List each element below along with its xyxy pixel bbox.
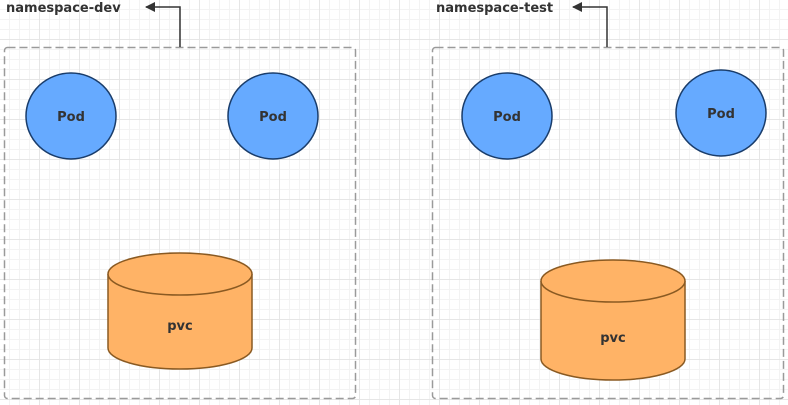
namespace-test-boundary [431,46,785,400]
namespace-test-label: namespace-test [436,1,553,16]
pod-node: Pod [461,72,553,160]
namespace-dev-connector-arrow [145,2,181,47]
pod-label: Pod [57,110,85,125]
namespace-dev-boundary [3,46,357,400]
pod-node: Pod [675,69,767,157]
namespace-test-group: namespace-test Pod Pod pvc [431,1,785,400]
pvc-label: pvc [167,319,193,334]
pod-label: Pod [707,107,735,122]
pvc-cylinder: pvc [107,252,253,370]
namespace-dev-label: namespace-dev [6,1,121,16]
namespace-dev-group: namespace-dev Pod Pod pvc [3,1,357,400]
pvc-label: pvc [600,331,626,346]
pod-node: Pod [25,72,117,160]
pod-label: Pod [493,110,521,125]
pod-node: Pod [227,72,319,160]
pvc-cylinder: pvc [540,259,686,381]
pod-label: Pod [259,110,287,125]
namespace-test-connector-arrow [572,2,608,47]
